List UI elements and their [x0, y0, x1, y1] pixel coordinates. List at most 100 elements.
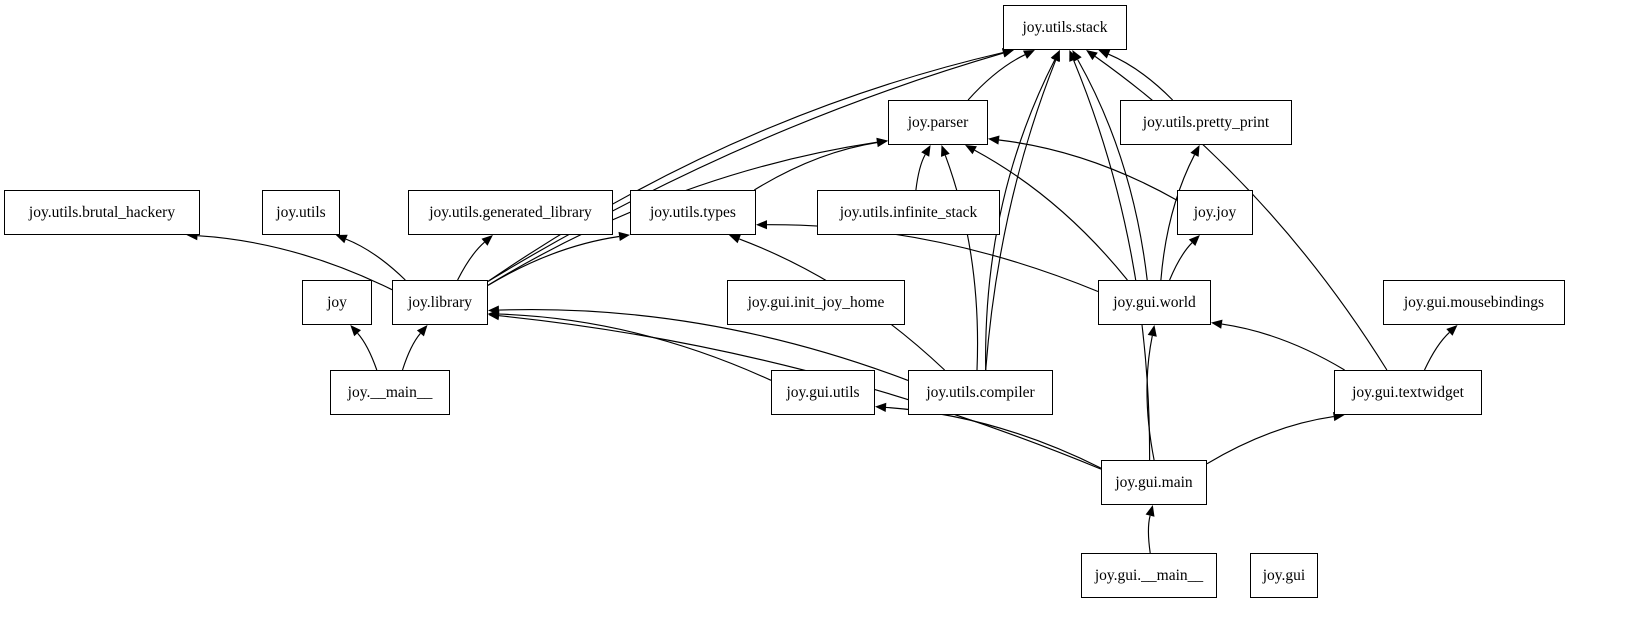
graph-edge-arrowhead-icon	[416, 325, 428, 337]
graph-node-joy-gui-mousebindings[interactable]: joy.gui.mousebindings	[1383, 280, 1565, 325]
graph-node-label: joy.gui.main	[1115, 473, 1193, 491]
graph-edge-arrowhead-icon	[1147, 325, 1157, 337]
graph-edge-arrowhead-icon	[488, 311, 500, 321]
graph-edge-arrowhead-icon	[1211, 319, 1223, 329]
graph-edge	[1423, 331, 1450, 371]
graph-edge-arrowhead-icon	[350, 325, 361, 337]
graph-edge-arrowhead-icon	[1098, 50, 1111, 59]
graph-edge-arrowhead-icon	[618, 231, 630, 241]
graph-edge	[985, 59, 1057, 371]
graph-node-joy[interactable]: joy	[302, 280, 372, 325]
graph-edge-arrowhead-icon	[335, 234, 348, 244]
graph-edge	[998, 139, 1178, 201]
graph-edge-arrowhead-icon	[756, 220, 767, 230]
graph-node-joy-gui-main[interactable]: joy.gui.main	[1101, 460, 1207, 505]
graph-node-joy-main[interactable]: joy.__main__	[330, 370, 450, 415]
graph-node-label: joy.utils.generated_library	[429, 203, 592, 221]
graph-edge-arrowhead-icon	[728, 234, 741, 244]
graph-node-joy-gui-init-joy-home[interactable]: joy.gui.init_joy_home	[727, 280, 905, 325]
graph-node-joy-utils-brutal-hackery[interactable]: joy.utils.brutal_hackery	[4, 190, 200, 235]
graph-node-joy-utils-generated-library[interactable]: joy.utils.generated_library	[408, 190, 613, 235]
graph-edge-arrowhead-icon	[1086, 50, 1098, 61]
graph-node-label: joy.utils.stack	[1022, 18, 1108, 36]
graph-edge-arrowhead-icon	[1051, 50, 1060, 62]
graph-edge	[974, 149, 1128, 281]
graph-node-label: joy.library	[408, 293, 472, 311]
graph-edge	[401, 333, 421, 371]
graph-node-label: joy.utils.brutal_hackery	[28, 203, 176, 221]
graph-edge-arrowhead-icon	[1023, 50, 1035, 59]
graph-node-joy-utils-infinite-stack[interactable]: joy.utils.infinite_stack	[817, 190, 1000, 235]
graph-node-joy-library[interactable]: joy.library	[392, 280, 488, 325]
graph-edge-arrowhead-icon	[1145, 505, 1155, 517]
graph-node-label: joy.gui.utils	[786, 383, 860, 401]
graph-edge	[345, 238, 406, 281]
graph-edge	[967, 54, 1026, 101]
graph-edge	[197, 235, 393, 291]
graph-node-label: joy.utils.compiler	[926, 383, 1035, 401]
graph-edge-arrowhead-icon	[876, 137, 888, 147]
graph-edge-arrowhead-icon	[1188, 235, 1200, 246]
graph-edge-arrowhead-icon	[965, 145, 977, 155]
graph-node-joy-utils-pretty-print[interactable]: joy.utils.pretty_print	[1120, 100, 1292, 145]
graph-node-label: joy	[327, 293, 347, 311]
graph-node-label: joy.utils.infinite_stack	[839, 203, 978, 221]
graph-edge	[1160, 154, 1196, 281]
graph-node-joy-gui[interactable]: joy.gui	[1250, 553, 1318, 598]
graph-edge	[1169, 242, 1193, 281]
graph-node-joy-joy[interactable]: joy.joy	[1177, 190, 1253, 235]
graph-edge-arrowhead-icon	[1190, 145, 1200, 157]
graph-node-label: joy.utils.types	[650, 203, 736, 221]
graph-node-label: joy.joy	[1193, 203, 1237, 221]
graph-node-joy-gui-main[interactable]: joy.gui.__main__	[1081, 553, 1217, 598]
graph-node-label: joy.utils	[276, 203, 326, 221]
graph-node-joy-gui-world[interactable]: joy.gui.world	[1098, 280, 1211, 325]
graph-edge	[915, 154, 926, 191]
graph-edge	[1094, 55, 1388, 371]
graph-node-label: joy.gui.init_joy_home	[747, 293, 885, 311]
graph-node-label: joy.gui	[1262, 566, 1306, 584]
graph-node-label: joy.parser	[907, 113, 969, 131]
graph-node-label: joy.gui.mousebindings	[1403, 293, 1545, 311]
graph-edge	[1147, 515, 1151, 554]
graph-node-label: joy.utils.pretty_print	[1142, 113, 1270, 131]
graph-edge	[487, 51, 1004, 282]
graph-node-label: joy.gui.__main__	[1094, 566, 1204, 584]
graph-edge	[1221, 323, 1345, 371]
graph-edge-arrowhead-icon	[921, 145, 931, 157]
graph-node-label: joy.gui.world	[1113, 293, 1196, 311]
graph-edge	[1108, 53, 1174, 101]
graph-edge	[1206, 416, 1334, 465]
graph-node-joy-utils-stack[interactable]: joy.utils.stack	[1003, 5, 1127, 50]
graph-node-joy-utils[interactable]: joy.utils	[262, 190, 340, 235]
graph-edge	[487, 52, 1004, 282]
graph-node-label: joy.__main__	[347, 383, 433, 401]
graph-node-joy-parser[interactable]: joy.parser	[888, 100, 988, 145]
graph-edge-arrowhead-icon	[1446, 325, 1458, 336]
graph-edge	[457, 241, 485, 281]
graph-node-label: joy.gui.textwidget	[1352, 383, 1464, 401]
graph-edge	[985, 59, 1056, 371]
graph-edge	[1077, 59, 1148, 281]
graph-edge	[766, 224, 1099, 293]
graph-edge	[498, 309, 909, 381]
graph-edge	[1073, 59, 1151, 461]
graph-edge	[498, 315, 1102, 470]
graph-edge	[357, 332, 378, 371]
graph-node-joy-gui-textwidget[interactable]: joy.gui.textwidget	[1334, 370, 1482, 415]
graph-edge-arrowhead-icon	[1069, 50, 1078, 62]
graph-node-joy-utils-compiler[interactable]: joy.utils.compiler	[908, 370, 1053, 415]
graph-edge	[885, 406, 1102, 469]
graph-edge-arrowhead-icon	[875, 402, 887, 412]
graph-edge-arrowhead-icon	[481, 235, 493, 246]
graph-edge	[1146, 335, 1155, 461]
graph-node-joy-utils-types[interactable]: joy.utils.types	[630, 190, 756, 235]
graph-node-joy-gui-utils[interactable]: joy.gui.utils	[771, 370, 875, 415]
graph-edge	[944, 155, 979, 371]
graph-edge-arrowhead-icon	[1002, 48, 1014, 58]
graph-edge-arrowhead-icon	[988, 135, 1000, 145]
graph-edge	[487, 235, 620, 286]
graph-edge	[498, 313, 772, 381]
graph-edge	[753, 142, 878, 191]
